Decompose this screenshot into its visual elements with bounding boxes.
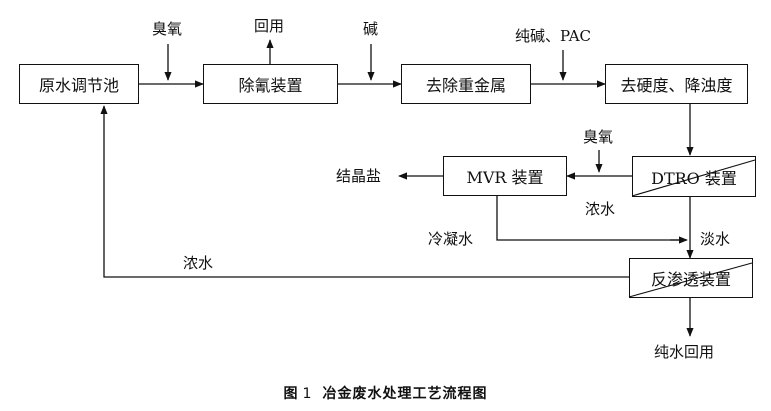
decyanation-label: 除氰装置 [238, 76, 303, 95]
soda-pac-label: 纯碱、PAC [515, 27, 592, 45]
mvr-box: MVR 装置 [443, 156, 567, 196]
caption-prefix: 图 [283, 386, 299, 402]
hardness-turbidity-box: 去硬度、降浊度 [605, 64, 748, 104]
mvr-label: MVR 装置 [466, 168, 544, 187]
caption-number: 1 [302, 386, 313, 402]
raw-water-pool-label: 原水调节池 [38, 76, 119, 95]
reverse-osmosis-box: 反渗透装置 [629, 258, 753, 298]
concentrate-label-1: 浓水 [585, 200, 616, 218]
heavy-metal-removal-box: 去除重金属 [401, 64, 531, 104]
dtro-box: DTRO 装置 [632, 156, 756, 197]
ozone-label-1: 臭氧 [152, 20, 183, 38]
hardness-turbidity-label: 去硬度、降浊度 [620, 76, 733, 95]
fresh-water-label: 淡水 [700, 230, 731, 248]
arrow-ro-concentrate-return [100, 105, 629, 278]
caption-title: 冶金废水处理工艺流程图 [322, 386, 488, 402]
reverse-osmosis-label: 反渗透装置 [650, 270, 731, 289]
ozone-label-2: 臭氧 [583, 128, 614, 146]
pure-water-reuse-label: 纯水回用 [654, 343, 715, 361]
raw-water-pool-box: 原水调节池 [19, 64, 139, 104]
crystal-salt-label: 结晶盐 [336, 167, 382, 185]
arrow-condensate [496, 196, 684, 241]
heavy-metal-removal-label: 去除重金属 [425, 76, 506, 95]
decyanation-box: 除氰装置 [203, 64, 338, 104]
condensate-label: 冷凝水 [428, 230, 474, 248]
dtro-label: DTRO 装置 [651, 168, 737, 188]
reuse-label-1: 回用 [254, 17, 285, 35]
alkali-label: 碱 [363, 20, 379, 38]
concentrate-label-2: 浓水 [183, 254, 214, 272]
